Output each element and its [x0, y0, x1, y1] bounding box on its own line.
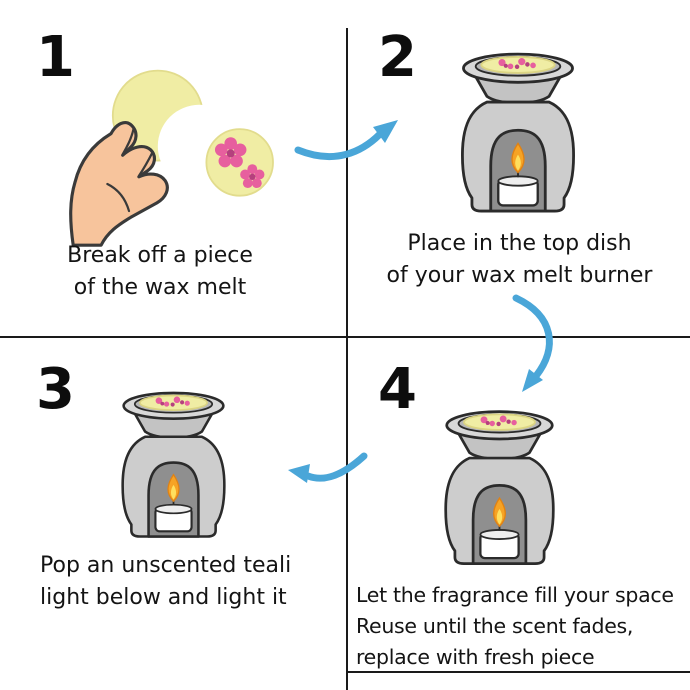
caption-line: Reuse until the scent fades, — [356, 614, 634, 638]
wax-burner-illustration — [422, 398, 577, 580]
caption-line: of the wax melt — [73, 275, 247, 300]
step-1-number: 1 — [36, 25, 75, 90]
caption-line: Let the fragrance fill your space — [356, 583, 674, 607]
step-3-number: 3 — [36, 357, 75, 422]
caption-line: Place in the top dish — [407, 231, 632, 256]
arrow-step1-to-step2-icon — [294, 120, 398, 161]
step-2-caption: Place in the top dish of your wax melt b… — [352, 228, 687, 292]
hand-icon — [69, 121, 169, 247]
quadrant-divider-vertical — [346, 28, 348, 690]
caption-line: Pop an unscented teali — [40, 553, 292, 578]
wax-burner-illustration — [100, 380, 247, 552]
step-4-caption: Let the fragrance fill your space Reuse … — [356, 580, 690, 673]
pink-flower-icon — [214, 137, 247, 168]
caption-line: light below and light it — [40, 585, 287, 610]
pink-flower-icon — [240, 164, 265, 189]
wax-melt-disc — [205, 128, 274, 197]
step-2-number: 2 — [378, 25, 417, 90]
step-4-number: 4 — [378, 357, 417, 422]
arrow-step2-to-step4-icon — [512, 294, 553, 392]
step-1-caption: Break off a piece of the wax melt — [15, 240, 305, 304]
hand-breaking-wax-illustration — [69, 69, 274, 247]
step-3-caption: Pop an unscented teali light below and l… — [40, 550, 340, 614]
caption-line: Break off a piece — [67, 243, 253, 268]
wax-burner-illustration — [438, 40, 598, 228]
bottom-border-line — [346, 671, 690, 673]
caption-line: replace with fresh piece — [356, 645, 595, 669]
quadrant-divider-horizontal — [0, 336, 690, 338]
caption-line: of your wax melt burner — [386, 263, 653, 288]
arrow-step4-to-step3-icon — [288, 452, 368, 483]
